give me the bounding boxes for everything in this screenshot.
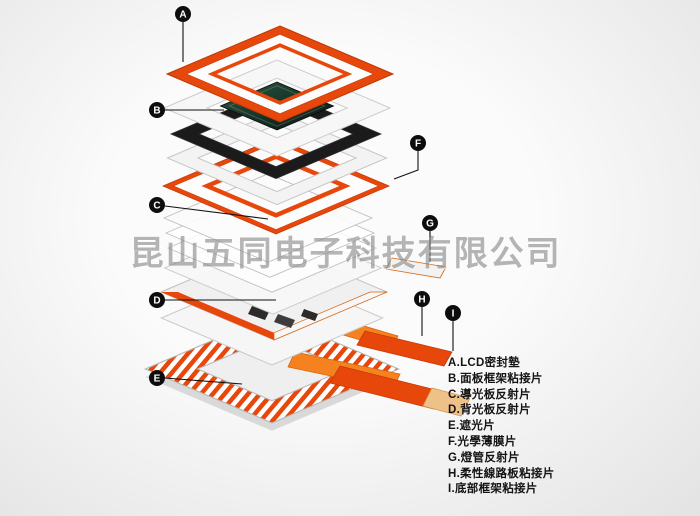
callout-dot-b xyxy=(149,102,165,118)
callout-dot-c xyxy=(149,197,165,213)
callout-f: F xyxy=(393,135,426,180)
callout-letter-g: G xyxy=(426,219,434,230)
callout-letter-a: A xyxy=(179,10,186,21)
legend-item-e: E.遮光片 xyxy=(448,420,495,433)
layer-bottom-frame xyxy=(144,314,400,431)
board-component-3 xyxy=(301,309,318,321)
lcd-glass-sheen xyxy=(228,85,326,127)
legend-item-g: G.燈管反射片 xyxy=(448,451,520,464)
callout-i: I xyxy=(445,305,461,351)
optical-frame-inner-ring xyxy=(201,154,351,218)
callout-letter-e: E xyxy=(154,374,161,385)
leader-line-e xyxy=(164,377,243,385)
callout-dot-d xyxy=(149,292,165,308)
flex-adhesive-2 xyxy=(356,330,453,367)
legend-item-a: A.LCD密封墊 xyxy=(448,357,521,369)
callout-a: A xyxy=(175,6,191,62)
legend-item-f: F.光學薄膜片 xyxy=(448,435,517,448)
leader-line-f xyxy=(393,151,419,180)
backlight-orange-edge xyxy=(161,292,274,340)
flex-cable xyxy=(287,351,471,417)
seal-gasket-frame xyxy=(165,25,395,123)
callout-e: E xyxy=(149,370,243,386)
lamp-reflector-strip xyxy=(385,257,447,279)
callout-g: G xyxy=(422,215,438,262)
legend-item-d: D.背光板反射片 xyxy=(448,404,531,417)
callout-letter-f: F xyxy=(415,139,421,150)
callout-letter-h: H xyxy=(418,295,425,306)
legend-item-c: C.導光板反射片 xyxy=(448,388,531,401)
legend-item-h: H.柔性線路板粘接片 xyxy=(448,467,555,480)
callout-h: H xyxy=(414,291,430,336)
callout-dot-a xyxy=(175,6,191,22)
leader-line-c xyxy=(164,205,269,220)
callout-dot-e xyxy=(149,370,165,386)
seal-frame-white-band xyxy=(187,34,373,114)
lamp-strip-edge xyxy=(273,291,388,341)
callout-dot-h xyxy=(414,291,430,307)
callout-b: B xyxy=(149,102,224,118)
legend-item-i: I.底部框架粘接片 xyxy=(448,483,538,496)
callout-d: D xyxy=(149,292,276,308)
callout-letter-i: I xyxy=(452,309,455,320)
callout-dot-f xyxy=(410,135,426,151)
flex-cable-connector-tip xyxy=(422,387,471,417)
legend: A.LCD密封墊 B.面板框架粘接片 C.導光板反射片 D.背光板反射片 E.遮… xyxy=(448,356,555,498)
callout-letter-d: D xyxy=(153,296,160,307)
seal-frame-inner-ring xyxy=(207,43,353,105)
board-component-2 xyxy=(274,314,295,328)
legend-item-b: B.面板框架粘接片 xyxy=(448,372,543,385)
callout-letter-b: B xyxy=(153,106,160,117)
board-component-1 xyxy=(248,306,269,320)
callout-c: C xyxy=(149,197,269,220)
callout-letter-c: C xyxy=(153,201,160,212)
callout-dot-i xyxy=(445,305,461,321)
callout-dot-g xyxy=(422,215,438,231)
